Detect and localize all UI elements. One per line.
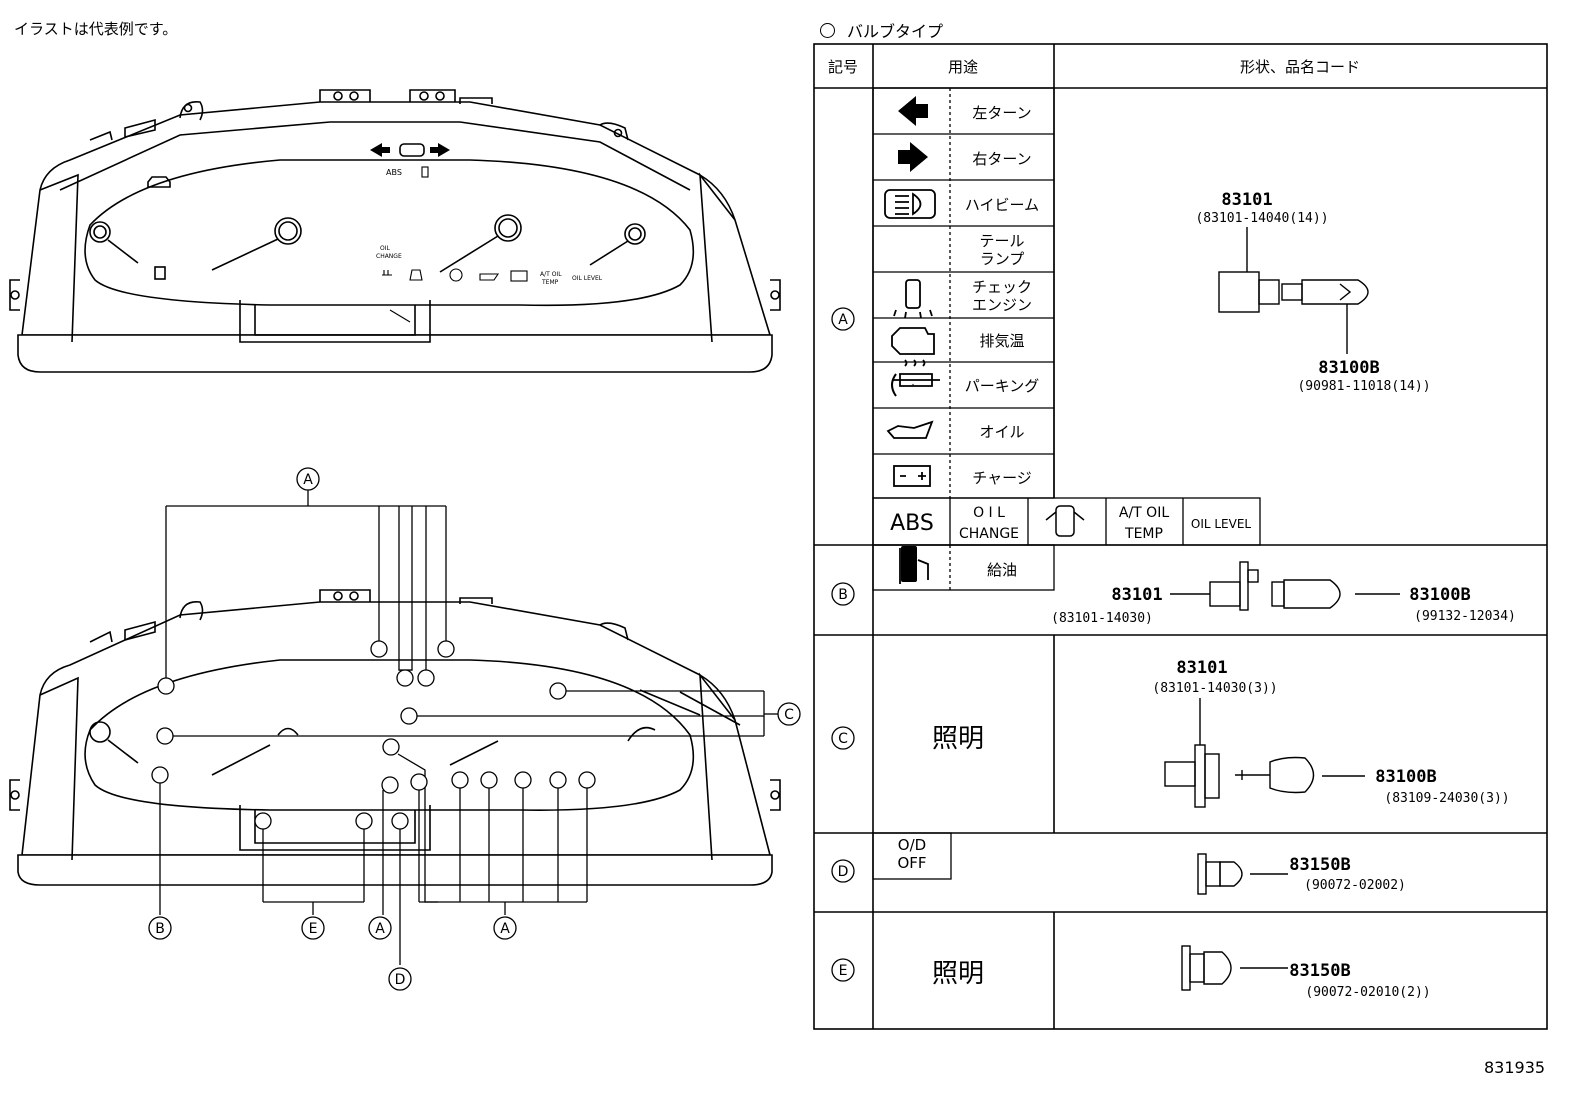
usage-right-turn: 右ターン	[972, 150, 1031, 168]
callout-a-top: A	[303, 472, 313, 488]
figure-code: 831935	[1484, 1058, 1546, 1077]
row-e-usage: 照明	[932, 959, 984, 989]
callout-a-mid: A	[375, 921, 385, 937]
row-a-part2: 83100B	[1318, 358, 1379, 378]
svg-text:TEMP: TEMP	[541, 279, 559, 286]
row-b-code2: (99132-12034)	[1414, 609, 1516, 624]
cluster-upper-illustration: ABS OIL CHANGE A/T OIL TEMP OIL LEVEL	[9, 89, 781, 373]
usage-tail-lamp-line1: テール	[979, 232, 1024, 250]
usage-fuel: 給油	[987, 561, 1017, 579]
bulb-type-table: 記号 用途 形状、品名コード A B C D E 左ターン 右ターン ハイビーム…	[813, 43, 1548, 1030]
svg-text:A/T OIL: A/T OIL	[1119, 505, 1169, 521]
exhaust-temp-icon	[892, 359, 940, 387]
row-b-code1: (83101-14030)	[1051, 611, 1153, 626]
extra-oil-level: OIL LEVEL	[1191, 517, 1252, 531]
row-a-code2: (90981-11018(14))	[1297, 379, 1430, 394]
svg-text:O I L: O I L	[973, 505, 1005, 521]
svg-text:OFF: OFF	[897, 854, 926, 872]
row-b-part1: 83101	[1111, 585, 1162, 605]
callout-c: C	[784, 707, 794, 723]
header-usage: 用途	[948, 58, 978, 76]
door-ajar-icon	[1045, 505, 1085, 537]
extra-abs: ABS	[890, 511, 934, 536]
cluster-lower-illustration: A C B E A A D	[9, 467, 801, 991]
usage-high-beam: ハイビーム	[965, 196, 1039, 214]
usage-tail-lamp-line2: ランプ	[980, 250, 1025, 268]
header-shape: 形状、品名コード	[1240, 58, 1360, 76]
oil-icon	[886, 420, 934, 439]
usage-exhaust-temp: 排気温	[979, 332, 1024, 350]
high-beam-icon	[884, 189, 936, 219]
row-c-code1: (83101-14030(3))	[1152, 681, 1277, 696]
row-e-bulb-drawing	[1181, 945, 1288, 991]
row-a-part1: 83101	[1221, 190, 1272, 210]
callout-a-right: A	[500, 921, 510, 937]
callout-e: E	[309, 921, 318, 937]
usage-check-engine-line1: チェック	[972, 278, 1032, 296]
row-d-bulb-drawing	[1197, 853, 1288, 895]
usage-oil: オイル	[979, 423, 1024, 441]
svg-text:OIL: OIL	[380, 245, 390, 252]
tail-lamp-icon	[905, 279, 921, 309]
svg-text:A/T OIL: A/T OIL	[540, 271, 562, 278]
row-c-usage: 照明	[932, 724, 984, 754]
bulb-type-title: バルブタイプ	[820, 18, 943, 42]
row-a-bulb-drawing	[1218, 227, 1369, 354]
svg-text:CHANGE: CHANGE	[959, 526, 1019, 542]
check-engine-icon	[891, 327, 935, 355]
row-b-bulb-drawing	[1170, 561, 1400, 611]
row-e-part: 83150B	[1289, 961, 1350, 981]
row-b-part2: 83100B	[1409, 585, 1470, 605]
row-a-code1: (83101-14040(14))	[1195, 211, 1328, 226]
row-c-part2: 83100B	[1375, 767, 1436, 787]
row-d-code: (90072-02002)	[1304, 878, 1406, 893]
row-c-part1: 83101	[1176, 658, 1227, 678]
row-c-bulb-drawing	[1164, 698, 1365, 808]
right-turn-icon	[898, 142, 928, 172]
fuel-icon	[901, 546, 917, 582]
usage-parking: パーキング	[965, 377, 1040, 395]
svg-text:O/D: O/D	[898, 836, 926, 854]
row-e-code: (90072-02010(2))	[1305, 985, 1430, 1000]
callout-d: D	[395, 972, 406, 988]
svg-text:CHANGE: CHANGE	[376, 253, 402, 260]
usage-check-engine-line2: エンジン	[972, 296, 1032, 314]
usage-left-turn: 左ターン	[972, 104, 1031, 122]
row-d-symbol: D	[838, 864, 849, 880]
row-d-part: 83150B	[1289, 855, 1350, 875]
row-b-symbol: B	[838, 587, 848, 603]
left-turn-icon	[898, 96, 928, 126]
svg-text:OIL LEVEL: OIL LEVEL	[572, 275, 603, 282]
bulb-type-title-text: バルブタイプ	[847, 22, 944, 41]
row-a-symbol: A	[838, 312, 848, 328]
row-c-code2: (83109-24030(3))	[1384, 791, 1509, 806]
upper-abs-label: ABS	[386, 168, 402, 177]
callout-b: B	[155, 921, 165, 937]
charge-icon	[893, 465, 931, 487]
row-e-symbol: E	[839, 963, 848, 979]
circle-bullet-icon	[820, 22, 835, 38]
illustration-note: イラストは代表例です。	[14, 20, 178, 38]
svg-text:TEMP: TEMP	[1124, 526, 1163, 542]
row-c-symbol: C	[838, 731, 848, 747]
header-symbol: 記号	[828, 58, 858, 76]
usage-charge: チャージ	[972, 469, 1032, 487]
